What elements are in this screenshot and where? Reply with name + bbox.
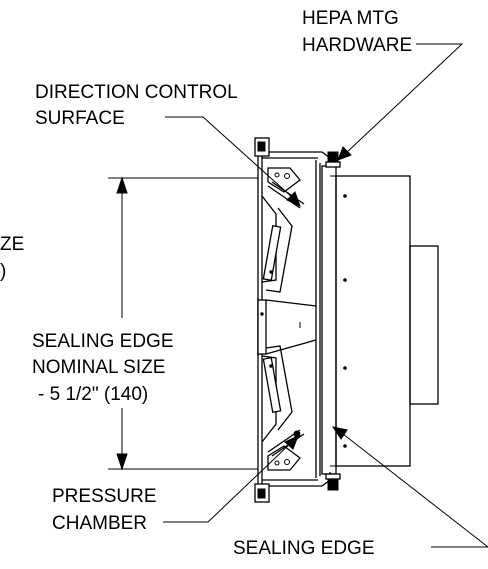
hepa-filter xyxy=(321,151,439,491)
arrow-direction-control xyxy=(286,191,301,207)
lower-direction-control-vane xyxy=(261,345,293,443)
leader-hepa-mtg xyxy=(344,43,464,155)
upper-direction-control-vane xyxy=(261,195,293,293)
leader-direction-control xyxy=(165,116,294,199)
bottom-corner-bolt xyxy=(257,488,266,499)
filter-body xyxy=(335,175,411,467)
dimension-arrow-bottom xyxy=(116,453,128,471)
label-pressure-chamber-line1: PRESSURE xyxy=(52,486,157,507)
arrow-pressure-chamber xyxy=(284,435,299,450)
label-hepa-mtg-line2: HARDWARE xyxy=(302,35,412,56)
label-direction-control-line1: DIRECTION CONTROL xyxy=(35,82,238,103)
diffuser-housing xyxy=(254,137,331,503)
arrow-sealing-edge xyxy=(331,426,348,440)
arrow-hepa-mtg xyxy=(337,146,352,161)
top-corner-bolt xyxy=(257,141,266,152)
dimension-arrow-top xyxy=(116,176,128,194)
hepa-mtg-hardware-bottom xyxy=(327,477,339,491)
label-pressure-chamber-line2: CHAMBER xyxy=(52,513,147,534)
label-cut-off-line2: ) xyxy=(0,261,6,282)
center-deflector xyxy=(257,298,317,356)
labels: HEPA MTG HARDWARE DIRECTION CONTROL SURF… xyxy=(0,8,412,559)
label-direction-control-line2: SURFACE xyxy=(35,108,125,129)
leader-lines xyxy=(163,43,488,548)
filter-outlet-collar xyxy=(409,245,439,405)
dimension-line xyxy=(108,176,258,471)
label-hepa-mtg-line1: HEPA MTG xyxy=(302,8,399,29)
label-sealing-nominal-line3: - 5 1/2" (140) xyxy=(38,384,148,405)
label-cut-off-line1: ZE xyxy=(0,234,24,255)
leader-pressure-chamber xyxy=(163,439,295,523)
label-sealing-nominal-line1: SEALING EDGE xyxy=(32,331,174,352)
leader-sealing-edge xyxy=(342,433,488,548)
label-sealing-edge: SEALING EDGE xyxy=(233,538,375,559)
label-sealing-nominal-line2: NOMINAL SIZE xyxy=(32,357,165,378)
